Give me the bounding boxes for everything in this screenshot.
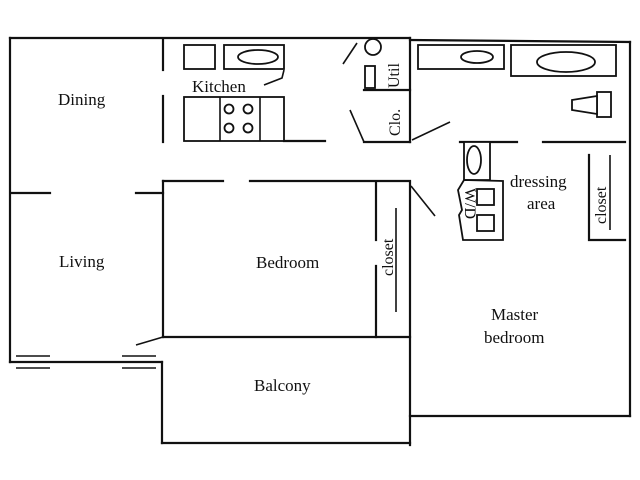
kitchen-fixtures <box>183 44 285 142</box>
toilet-bowl-icon <box>571 94 598 116</box>
stove-burner-icon <box>223 103 235 115</box>
dressing-sink-icon <box>466 145 482 175</box>
kitchen-door-swing <box>263 69 285 86</box>
windows <box>16 355 156 369</box>
water-heater-icon <box>364 38 382 56</box>
dryer-icon <box>476 214 495 232</box>
exterior-walls <box>8 36 632 418</box>
washer-icon <box>476 188 495 206</box>
stove-burner-icon <box>242 122 254 134</box>
kitchen-lower-counter <box>183 96 285 142</box>
label-bedroom-closet: closet <box>380 238 397 276</box>
label-utility: Util <box>386 63 403 88</box>
label-closet-small: Clo. <box>387 109 404 136</box>
bathroom-fixtures <box>417 44 627 144</box>
bedroom-walls <box>10 179 436 447</box>
dressing-closet-wall <box>587 153 627 242</box>
label-dressing-closet: closet <box>593 186 610 224</box>
label-kitchen: Kitchen <box>192 77 246 96</box>
bathtub-basin-icon <box>536 51 596 73</box>
kitchen-sink-icon <box>237 49 279 65</box>
label-balcony: Balcony <box>254 376 311 395</box>
toilet-tank-icon <box>596 91 612 118</box>
label-living: Living <box>59 252 105 271</box>
master-door-swing <box>410 185 436 217</box>
label-dressing: dressing <box>510 172 567 191</box>
window-living-right <box>122 355 156 369</box>
label-dining: Dining <box>58 90 106 109</box>
stove-burner-icon <box>242 103 254 115</box>
label-bedroom: Bedroom <box>256 253 319 272</box>
label-washer-dryer: W/D <box>461 188 478 219</box>
dressing-area-fixtures <box>457 141 627 242</box>
window-living-left <box>16 355 50 369</box>
kitchen-walls <box>161 38 327 144</box>
room-labels: Dining Kitchen Living Bedroom closet Bal… <box>58 63 610 395</box>
bedroom-door-swing <box>135 336 164 346</box>
utility-fixture <box>364 65 376 89</box>
label-master: Master <box>491 305 539 324</box>
utility-door-swing <box>342 42 358 65</box>
north-wall-right <box>408 38 632 44</box>
master-bath-door-swing <box>411 121 451 141</box>
closet-door-swing <box>349 109 365 143</box>
utility-walls <box>342 36 451 144</box>
label-master-bedroom: bedroom <box>484 328 544 347</box>
bath-sink-icon <box>460 50 494 64</box>
stove-outline <box>219 97 261 141</box>
refrigerator-icon <box>183 44 216 70</box>
balcony-walls <box>160 360 412 445</box>
label-dressing-area: area <box>527 194 556 213</box>
stove-burner-icon <box>223 122 235 134</box>
